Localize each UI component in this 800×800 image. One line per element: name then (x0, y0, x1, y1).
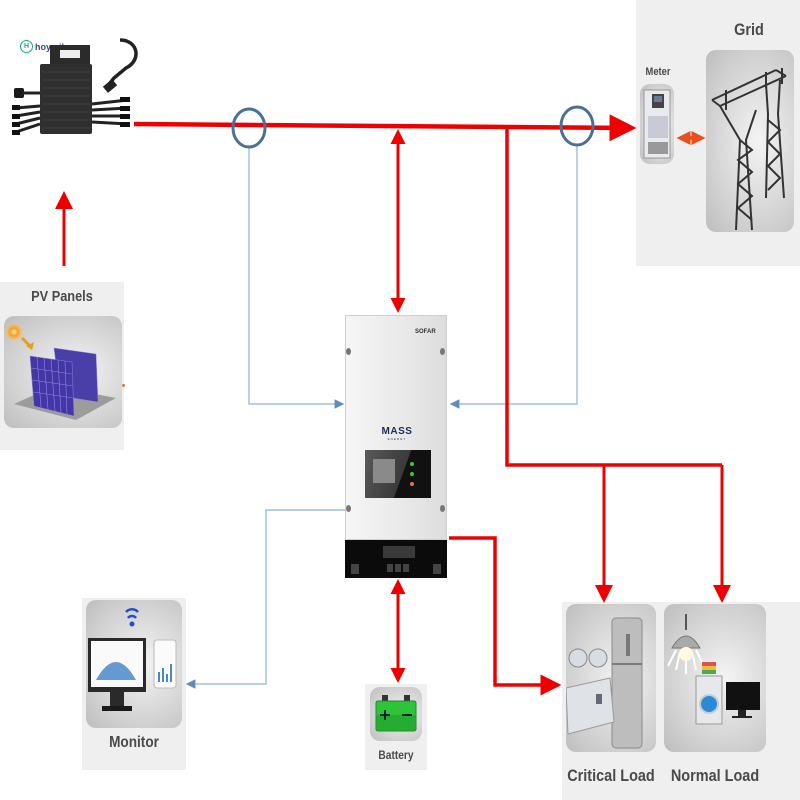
status-led-icon (410, 482, 414, 486)
pv-panels[interactable]: PV Panels (0, 282, 124, 450)
connector-icon (387, 564, 393, 572)
hybrid-inverter[interactable]: SOFAR MASS ENERGY (345, 315, 447, 578)
critical-load[interactable] (565, 604, 656, 752)
critical-load-label: Critical Load (567, 766, 655, 785)
connector-dot (122, 384, 125, 387)
monitor-label: Monitor (109, 734, 159, 751)
inverter-model-sub: ENERGY (387, 437, 407, 441)
critical-load-icon (565, 617, 643, 749)
inverter-terminal-panel (345, 540, 447, 578)
pv-panels-label: PV Panels (31, 288, 93, 305)
monitor-tile (86, 600, 182, 728)
meter-label: Meter (645, 66, 671, 78)
status-led-icon (410, 462, 414, 466)
inverter-display (365, 450, 431, 498)
ac-bus-line (133, 114, 637, 142)
terminal-block (383, 546, 415, 558)
screw-icon (346, 505, 351, 512)
screw-icon (346, 348, 351, 355)
ct1-signal-line (248, 146, 345, 409)
inverter-model-logo: MASS ENERGY (375, 426, 419, 442)
battery-icon (375, 695, 417, 732)
status-led-icon (410, 472, 414, 476)
bus-to-loads-line (505, 127, 722, 467)
normal-load-label: Normal Load (670, 766, 760, 785)
grid-tile[interactable] (706, 50, 794, 232)
battery-tile (370, 687, 422, 741)
inverter-brand-logo: SOFAR (415, 329, 436, 335)
microinverter[interactable]: H hoymiles (8, 30, 138, 170)
solar-panel-icon (4, 322, 116, 420)
inverter-screen (373, 459, 395, 483)
screw-icon (440, 505, 445, 512)
microinverter-icon (12, 38, 138, 135)
connector-icon (395, 564, 401, 572)
ct-sensor-1-icon (231, 107, 267, 149)
inverter-to-critical-load-line (449, 536, 562, 696)
energy-meter-icon (643, 89, 671, 159)
ct2-signal-line (449, 146, 578, 409)
hoymiles-logo-icon: H (20, 40, 33, 53)
pv-panels-tile (4, 316, 122, 428)
connector-icon (403, 564, 409, 572)
grid-label: Grid (734, 20, 764, 39)
power-pylon-icon (711, 68, 787, 231)
inverter-model: MASS (381, 426, 413, 437)
connector-icon (433, 564, 441, 574)
normal-load-icon (667, 614, 760, 725)
monitor-signal-line (185, 509, 345, 689)
normal-load[interactable] (664, 604, 766, 752)
inverter-body (345, 315, 447, 540)
connector-icon (351, 564, 359, 574)
monitor[interactable]: Monitor (82, 598, 186, 770)
battery-label: Battery (378, 748, 414, 762)
ct-sensor-2-icon (559, 105, 595, 147)
battery[interactable]: Battery (365, 684, 427, 770)
screw-icon (440, 348, 445, 355)
meter-tile[interactable] (640, 84, 674, 164)
monitor-icon (88, 608, 177, 711)
